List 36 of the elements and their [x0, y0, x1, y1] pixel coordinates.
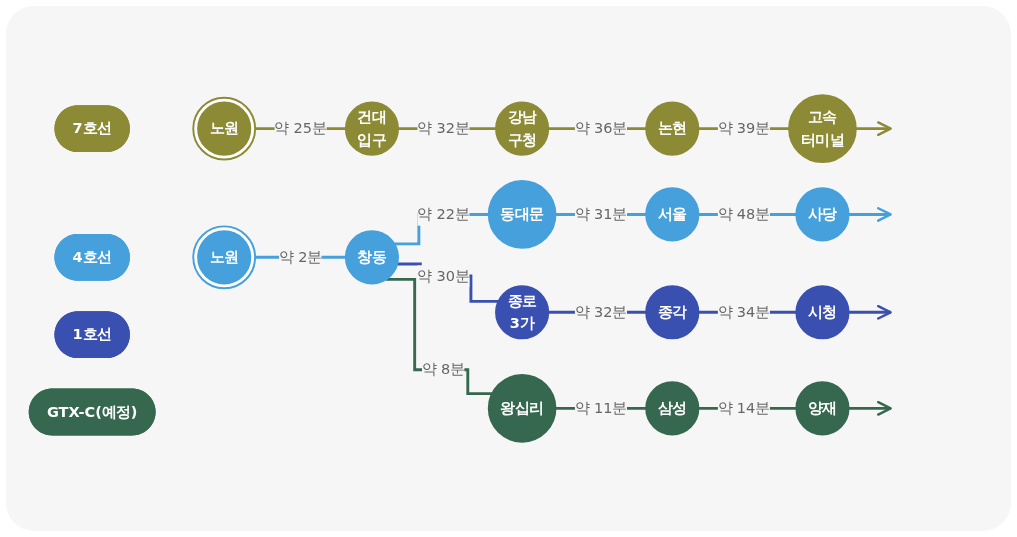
edge-label: 약 39분 — [717, 119, 770, 138]
edge-label: 약 2분 — [279, 248, 322, 266]
node-circle: 노원 — [192, 225, 257, 290]
edge-label: 약 31분 — [574, 205, 627, 223]
node-circle: 강남 구청 — [495, 101, 550, 156]
edge-label: 약 8분 — [421, 360, 465, 379]
arrow — [855, 121, 892, 137]
edge-label: 약 34분 — [717, 303, 770, 321]
edge-label: 약 30분 — [417, 267, 470, 285]
connector — [397, 262, 499, 303]
node-circle: 사당 — [795, 187, 850, 242]
node-circle: 노원 — [192, 96, 257, 161]
node-circle: 건대 입구 — [344, 101, 399, 156]
node-circle: 종로 3가 — [495, 285, 550, 340]
node-circle: 창동 — [344, 230, 399, 285]
edge-label: 약 14분 — [717, 399, 770, 417]
node-circle: 논현 — [645, 101, 700, 156]
arrow — [848, 400, 892, 416]
arrow — [848, 304, 892, 320]
edge-label: 약 48분 — [717, 205, 770, 223]
node-circle: 서울 — [645, 187, 700, 242]
node-circle: 종각 — [645, 285, 700, 340]
edge-label: 약 25분 — [274, 119, 327, 138]
edge-label: 약 11분 — [574, 399, 627, 417]
node-circle: 양재 — [795, 381, 850, 436]
connector — [385, 277, 493, 396]
node-circle: 시청 — [795, 285, 850, 340]
edge-label: 약 32분 — [417, 119, 470, 138]
node-circle: 고속 터미널 — [788, 94, 857, 163]
edge-label: 약 22분 — [417, 205, 470, 223]
edge-label: 약 36분 — [574, 119, 627, 138]
node-circle: 동대문 — [487, 180, 557, 249]
edge-label: 약 32분 — [574, 303, 627, 321]
arrow — [848, 207, 892, 222]
node-circle: 왕십리 — [487, 374, 557, 443]
node-circle: 삼성 — [645, 381, 700, 436]
